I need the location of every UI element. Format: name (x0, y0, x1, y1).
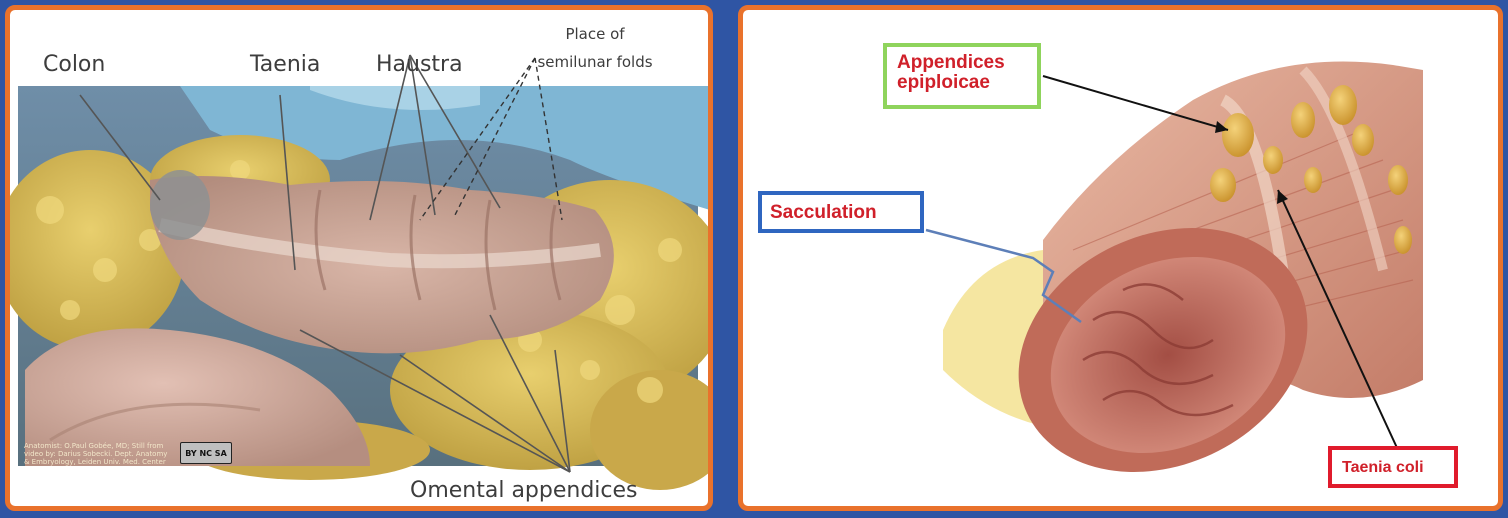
omental-appendices-label: Omental appendices (410, 478, 638, 503)
cc-license-badge: BY NC SA (180, 442, 232, 464)
cc-license-text: BY NC SA (185, 448, 227, 458)
colon-illustration (925, 61, 1423, 472)
sacculation-label: Sacculation (770, 202, 877, 223)
taenia-coli-label: Taenia coli (1342, 459, 1424, 476)
appendices-label-line1: Appendices (897, 52, 1005, 73)
left-panel: Colon Taenia Haustra Place of semilunar … (5, 5, 713, 511)
colon-label: Colon (43, 52, 106, 77)
omental-pointer (299, 329, 571, 473)
taenia-coli-box: Taenia coli (1328, 446, 1458, 488)
blue-glove (180, 86, 708, 210)
semilunar-label-line1: Place of (565, 25, 625, 43)
haustra-label: Haustra (376, 52, 463, 77)
appendices-pointer (1042, 75, 1229, 131)
right-panel: Appendices epiploicae Sacculation Taenia… (738, 5, 1503, 511)
image-credit: Anatomist: O.Paul Gobée, MD; Still from … (24, 442, 168, 467)
semilunar-pointer (419, 57, 536, 221)
sacculation-box: Sacculation (758, 191, 924, 233)
bowel-loop (25, 328, 370, 466)
semilunar-label-line2: semilunar folds (537, 53, 653, 71)
appendices-epiploicae-box: Appendices epiploicae (883, 43, 1041, 109)
fat-droplets (1210, 85, 1412, 254)
appendices-label-line2: epiploicae (897, 71, 990, 93)
cut-end-lumen (1050, 256, 1286, 454)
colon-photo (10, 54, 708, 490)
taenia-band (158, 218, 601, 269)
colon-pointer (79, 94, 161, 201)
haustra-pointer (369, 54, 411, 221)
taenia-label: Taenia (250, 52, 321, 77)
taenia-coli-pointer (1277, 189, 1399, 451)
taenia-pointer (279, 94, 296, 271)
sacculation-pointer (925, 228, 1082, 324)
